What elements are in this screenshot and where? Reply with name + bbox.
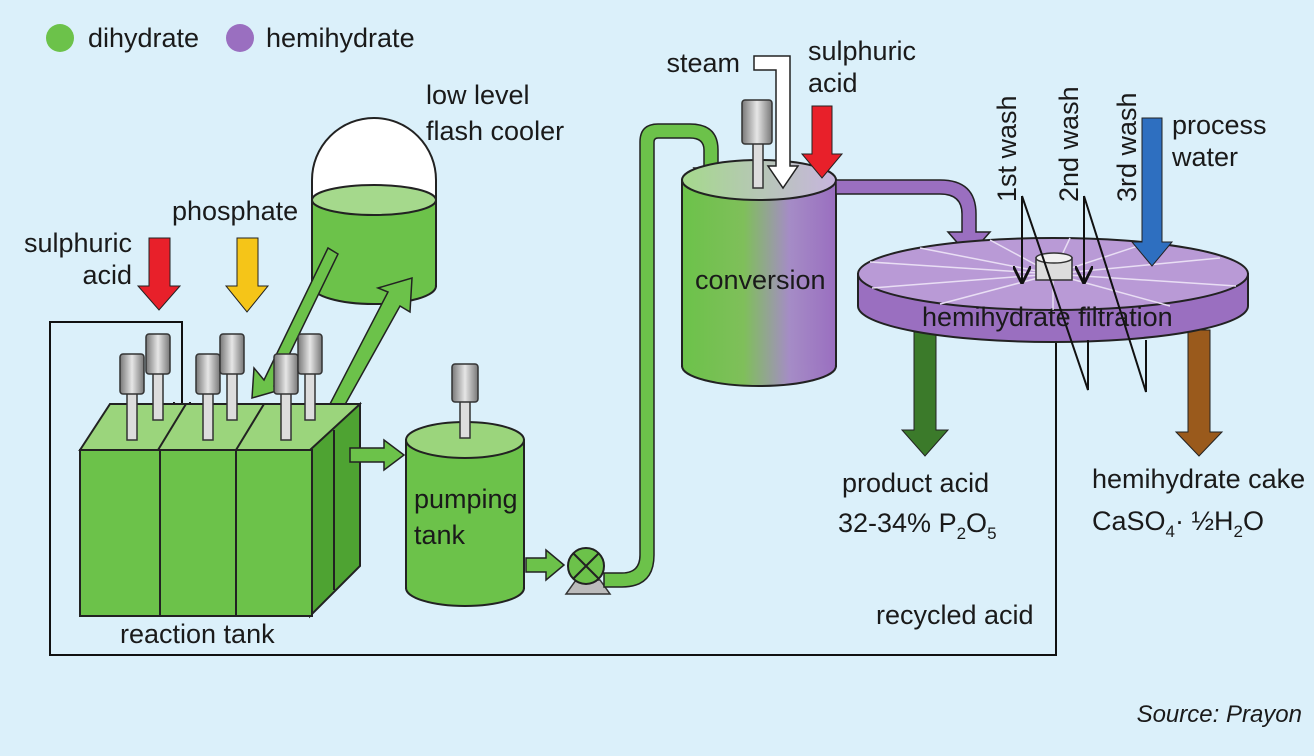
pumping-tank [405, 363, 525, 607]
sulphuric-acid-right-arrow [800, 105, 844, 179]
legend: dihydrate hemihydrate [46, 23, 415, 53]
wash-lines [1022, 195, 1147, 393]
reaction-agitators [119, 333, 323, 441]
sulphuric-acid-left-label-line2: acid [82, 260, 132, 290]
pumping-tank-label: pumping [414, 484, 518, 514]
wash-3-label: 3rd wash [1112, 92, 1142, 202]
product-acid-arrow [900, 329, 950, 457]
wash-1-label: 1st wash [992, 95, 1022, 202]
pumping-to-pump-arrow [525, 548, 566, 582]
legend-dihydrate-swatch [46, 24, 74, 52]
hemihydrate-filtration-label: hemihydrate filtration [922, 302, 1173, 332]
conversion-tank [681, 99, 837, 387]
hemihydrate-cake-arrow [1174, 329, 1224, 457]
pumping-tank-label-line2: tank [414, 520, 466, 550]
wash-2-label: 2nd wash [1054, 86, 1084, 202]
flash-cooler-label: low level [426, 80, 530, 110]
conversion-label: conversion [695, 265, 826, 295]
phosphate-arrow [224, 237, 270, 313]
reaction-tank [78, 401, 362, 619]
process-water-label-line2: water [1171, 142, 1238, 172]
legend-hemihydrate-label: hemihydrate [266, 23, 415, 53]
flash-cooler-label-line2: flash cooler [426, 116, 564, 146]
phosphate-label: phosphate [172, 196, 298, 226]
process-water-label: process [1172, 110, 1267, 140]
steam-arrow [753, 55, 800, 190]
product-acid-label: product acid [842, 468, 989, 498]
hemihydrate-filtration-disc [857, 237, 1249, 343]
sulphuric-acid-left-label: sulphuric [24, 228, 132, 258]
reaction-to-pumping-arrow [349, 438, 406, 472]
flash-cooler [311, 117, 437, 305]
recycled-acid-line [49, 321, 1057, 656]
pump [564, 547, 612, 595]
legend-hemihydrate-swatch [226, 24, 254, 52]
sulphuric-acid-right-label-line2: acid [808, 68, 858, 98]
sulphuric-acid-left-arrow [136, 237, 182, 311]
sulphuric-acid-right-label: sulphuric [808, 36, 916, 66]
reaction-tank-label: reaction tank [120, 619, 275, 649]
cake-formula-label: CaSO4· ½H2O [1092, 506, 1264, 541]
hemihydrate-cake-label: hemihydrate cake [1092, 464, 1305, 494]
source-label: Source: Prayon [1137, 701, 1302, 728]
recycled-acid-label: recycled acid [876, 600, 1034, 630]
steam-label: steam [666, 48, 740, 78]
legend-dihydrate-label: dihydrate [88, 23, 199, 53]
product-acid-conc-label: 32-34% P2O5 [838, 508, 997, 543]
process-water-arrow [1130, 117, 1174, 267]
